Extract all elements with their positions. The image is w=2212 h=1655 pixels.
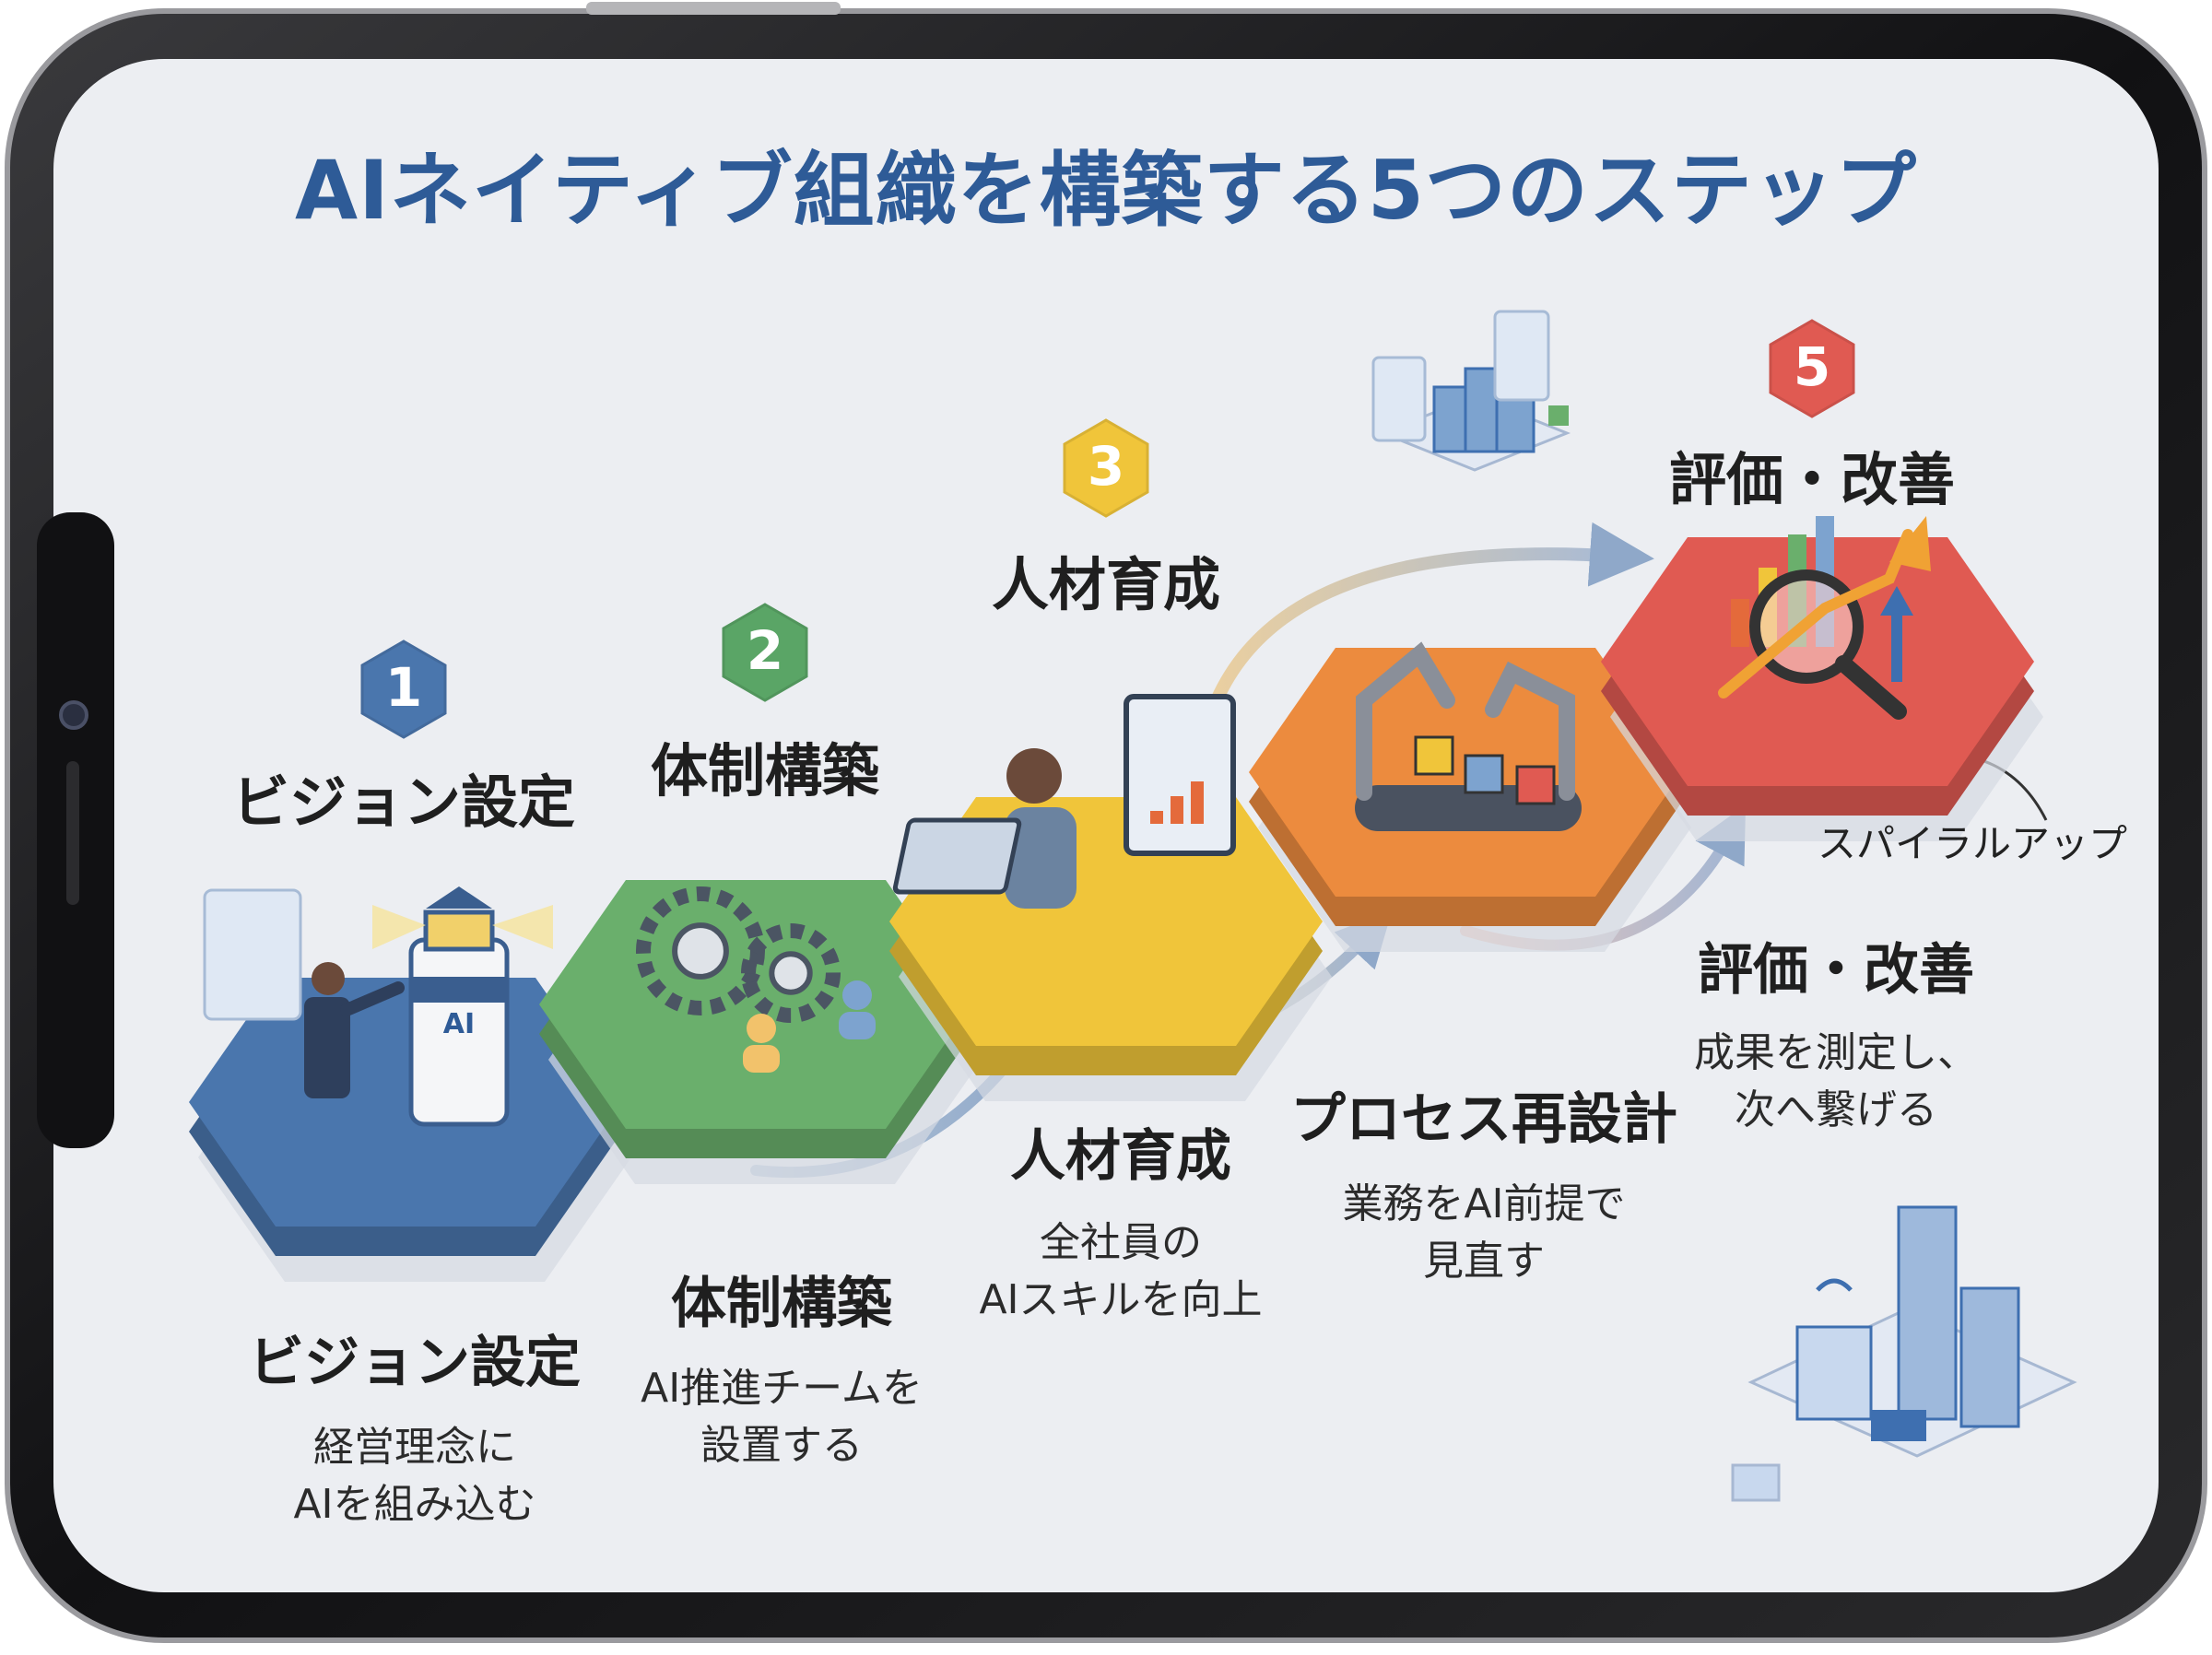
cube-icon	[1731, 1463, 1781, 1502]
lower-5-title: 評価・改善	[1698, 938, 1974, 1003]
robot-arm-icon	[1485, 661, 1575, 801]
learner-head	[1006, 748, 1062, 804]
gear-hub	[672, 922, 729, 980]
monitor-icon	[1124, 694, 1236, 856]
step-5-number: 5	[1793, 335, 1831, 398]
person-body-icon	[304, 997, 350, 1098]
spiral-up-label: スパイラルアップ	[1817, 821, 2127, 866]
lighthouse-beam-right	[492, 905, 553, 949]
server-icon	[1795, 1325, 1873, 1421]
chip-icon	[1871, 1410, 1926, 1441]
cube-icon	[1414, 735, 1454, 776]
person-arm	[340, 981, 405, 1016]
doc-panel-icon	[1371, 356, 1427, 442]
gear-icon	[741, 923, 841, 1023]
doc-panel-icon	[1493, 310, 1550, 402]
arrow-3-4	[1210, 522, 1654, 707]
up-arrowhead	[1880, 586, 1913, 616]
step-3-number: 3	[1087, 435, 1125, 498]
learner-icon	[1005, 807, 1077, 909]
step-3-label: 人材育成	[991, 551, 1220, 618]
robot-arm-icon	[1356, 641, 1455, 801]
skyscraper-icon	[1897, 1205, 1958, 1421]
step-2-label: 体制構築	[650, 737, 879, 804]
cube-icon	[1548, 405, 1569, 426]
lower-3-title: 人材育成	[1010, 1124, 1231, 1189]
step-5-label: 評価・改善	[1668, 446, 1955, 513]
step-5-badge	[1769, 319, 1855, 418]
user-icon	[842, 980, 872, 1010]
cube-icon	[1515, 765, 1556, 805]
lighthouse-beam-left	[372, 905, 426, 949]
building-icon	[1495, 394, 1535, 453]
step-1-label: ビジョン設定	[231, 769, 575, 836]
gear-hub	[769, 951, 813, 995]
lower-1-desc: 経営理念に AIを組み込む	[293, 1424, 536, 1528]
lower-2-title: 体制構築	[671, 1272, 892, 1336]
step-2-number: 2	[746, 619, 784, 682]
person-head	[312, 962, 345, 995]
lower-2-desc: AI推進チームを 設置する	[641, 1365, 923, 1469]
magnifier-handle	[1835, 655, 1907, 720]
lower-3-desc: 全社員の AIスキルを向上	[979, 1219, 1263, 1323]
tablet-side-slot	[66, 761, 79, 905]
user-body	[743, 1045, 780, 1073]
camera-icon	[59, 700, 88, 730]
page-title: AIネイティブ組織を構築する5つのステップ	[294, 143, 1918, 238]
user-body	[839, 1012, 876, 1039]
step-2-badge	[722, 603, 808, 702]
growth-arrowhead	[1889, 516, 1931, 571]
lighthouse-lamp	[423, 910, 495, 952]
lighthouse-stripe	[411, 977, 507, 1003]
step-1-number: 1	[384, 656, 423, 719]
chart-bar	[1171, 796, 1183, 824]
lower-5-desc: 成果を測定し、 次へ繋げる	[1694, 1029, 1978, 1133]
chart-bar	[1150, 811, 1163, 824]
wifi-icon	[1816, 1278, 1853, 1292]
step-3-badge	[1063, 418, 1149, 518]
lower-1-title: ビジョン設定	[249, 1331, 581, 1395]
chart-bar	[1731, 599, 1749, 647]
step-1-badge	[360, 640, 447, 739]
tablet-top-button	[586, 2, 841, 15]
user-icon	[747, 1014, 776, 1043]
chart-bar	[1191, 781, 1204, 824]
cube-icon	[1464, 754, 1504, 794]
skyscraper-icon	[1959, 1286, 2020, 1428]
lighthouse-ai-label: AI	[442, 1008, 476, 1040]
lighthouse-roof	[426, 886, 492, 909]
laptop-icon	[892, 817, 1022, 895]
hex-1-top	[189, 978, 622, 1227]
lower-4-desc: 業務をAI前提で 見直す	[1342, 1180, 1626, 1285]
lower-4-title: プロセス再設計	[1290, 1087, 1677, 1152]
doc-panel-icon	[203, 888, 302, 1021]
